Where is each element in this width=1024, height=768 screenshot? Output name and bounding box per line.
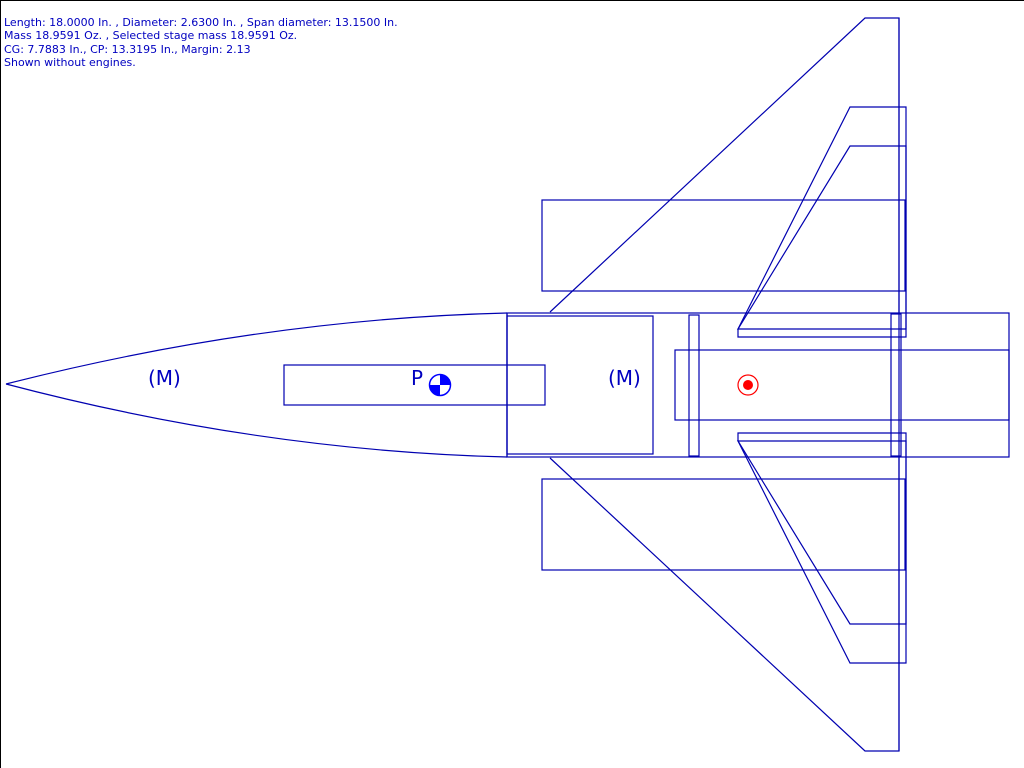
engines-note: Shown without engines. [4, 55, 136, 69]
side-pod-top[interactable] [541, 199, 906, 292]
cp-label: P [411, 366, 423, 390]
swept-fin-bottom-outer[interactable] [737, 432, 907, 664]
nose-cone[interactable] [5, 312, 508, 458]
dimensions-text: Length: 18.0000 In. , Diameter: 2.6300 I… [4, 16, 398, 29]
swept-fin-top-outer[interactable] [737, 106, 907, 338]
motor-mount[interactable] [674, 349, 1010, 421]
inner-tube[interactable] [283, 364, 546, 406]
side-pod-bottom[interactable] [541, 478, 906, 571]
mass-marker-body: (M) [608, 366, 641, 390]
payload-bay[interactable] [506, 315, 654, 455]
mass-marker-nose: (M) [148, 366, 181, 390]
main-fin-bottom[interactable] [549, 457, 900, 752]
cp-marker-icon [428, 373, 452, 397]
cg-marker-icon [737, 374, 759, 396]
mass-text: Mass 18.9591 Oz. , Selected stage mass 1… [4, 29, 298, 43]
swept-fin-top-inner[interactable] [736, 145, 907, 330]
rocket-stats: Length: 18.0000 In. , Diameter: 2.6300 I… [4, 16, 398, 69]
swept-fin-bottom-inner[interactable] [736, 440, 907, 625]
main-fin-top[interactable] [549, 17, 900, 313]
centering-ring-rear[interactable] [890, 313, 902, 457]
stability-text: CG: 7.7883 In., CP: 13.3195 In., Margin:… [4, 42, 251, 56]
centering-ring-front[interactable] [688, 314, 700, 457]
